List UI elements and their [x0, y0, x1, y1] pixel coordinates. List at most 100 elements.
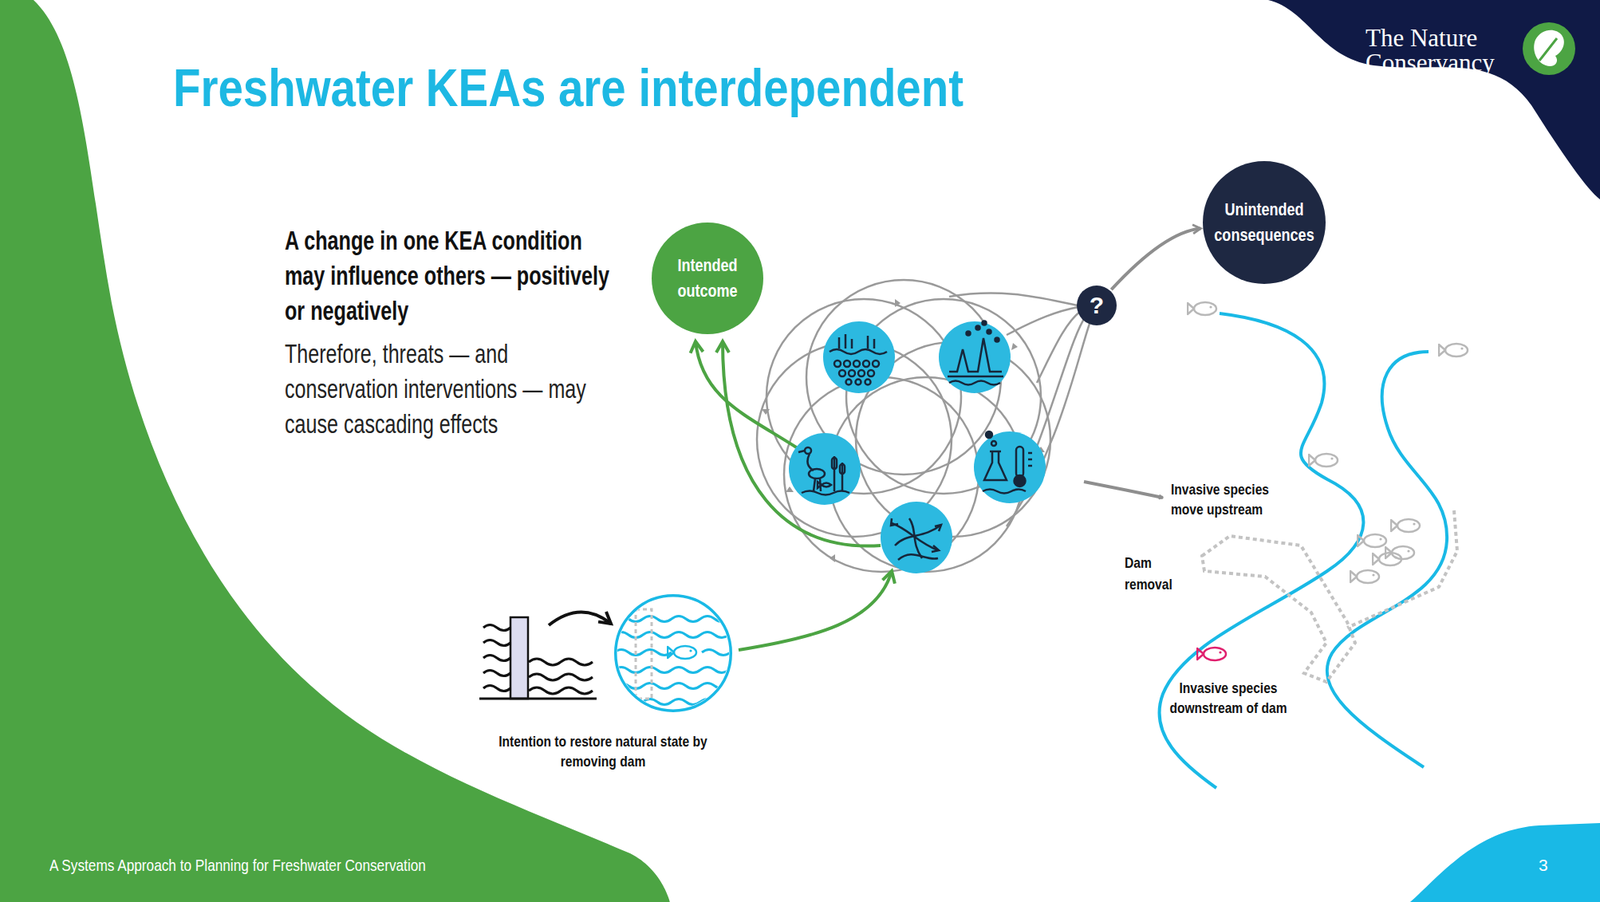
wave — [483, 625, 511, 631]
page-number: 3 — [1538, 855, 1549, 876]
fish-symbol — [1187, 302, 1217, 316]
channel-line — [894, 524, 942, 546]
thermometer-bulb — [1014, 475, 1026, 487]
influence-line — [1036, 315, 1087, 447]
sediment-icon-circle — [823, 321, 895, 394]
sediment-grain — [843, 360, 851, 367]
rain-drop — [987, 330, 992, 335]
dam-effect-arrow — [738, 571, 892, 651]
sediment-grain — [834, 360, 841, 367]
heron-body — [808, 468, 825, 479]
sediment-grain — [867, 370, 875, 377]
sediment-grain — [853, 360, 860, 367]
slide-title: Freshwater KEAs are interdependent — [173, 55, 964, 120]
loop-arrow — [829, 554, 836, 563]
navy-blob — [1268, 0, 1600, 200]
wave — [483, 670, 511, 677]
wave — [528, 673, 593, 681]
cyan-blob — [1410, 823, 1600, 902]
consequence-circle-shape — [1202, 161, 1326, 284]
heron-head — [804, 447, 812, 454]
fish-symbol — [1308, 453, 1338, 467]
loop-arrow — [785, 486, 794, 493]
wave — [528, 658, 593, 666]
water-quality-icon-circle — [973, 431, 1046, 504]
rivers — [1159, 313, 1448, 789]
cattail — [831, 457, 837, 469]
fish-symbol — [667, 646, 697, 659]
habitat-icon — [798, 447, 850, 496]
bubble — [991, 441, 997, 446]
heron-neck — [807, 453, 814, 471]
sediment-grain — [858, 370, 865, 377]
flask — [984, 451, 1007, 481]
wave — [701, 650, 731, 656]
dam-wall — [510, 617, 529, 699]
thermometer — [1016, 446, 1024, 477]
footer-text: A Systems Approach to Planning for Fresh… — [49, 855, 426, 876]
outcome-circle-outline — [651, 222, 764, 335]
channel-line — [898, 554, 938, 560]
connectivity-icon-circle — [880, 501, 953, 574]
intervention-caption: Intention to restore natural state by re… — [478, 731, 728, 772]
flask-lip — [989, 450, 1001, 454]
water-wave — [829, 349, 887, 355]
water-wave — [801, 491, 850, 496]
river-waves — [614, 616, 744, 706]
wave — [528, 687, 593, 694]
outcome-text: Intended outcome — [663, 252, 752, 304]
logo-leaf — [1533, 30, 1565, 67]
ground-line — [479, 697, 597, 701]
wave — [614, 616, 744, 623]
wave — [614, 699, 744, 706]
hydrograph — [949, 338, 1002, 372]
removed-dam-outline — [1201, 535, 1356, 682]
rain-drop — [982, 321, 987, 326]
fish-symbol — [1385, 546, 1415, 560]
heron-beak — [798, 450, 805, 453]
sediment-grain — [855, 379, 862, 386]
river-line — [1327, 351, 1447, 768]
intervention-circle: Intention to restore natural state by re… — [614, 594, 733, 713]
annotation: Invasive species downstream of dam — [1162, 677, 1294, 718]
wave — [483, 685, 511, 692]
fish-symbol — [1391, 519, 1420, 533]
intervention-circle-outline — [615, 595, 732, 712]
sediment-grain — [846, 379, 852, 386]
rain-drop — [976, 326, 981, 331]
fish-symbol — [1438, 343, 1468, 357]
key-message: A change in one KEA condition may influe… — [284, 222, 627, 328]
influence-line — [1006, 307, 1079, 335]
kea-icons — [788, 321, 1046, 575]
wave — [614, 667, 744, 674]
fish-symbol — [1357, 534, 1387, 548]
body-text: Therefore, threats — and conservation in… — [284, 336, 600, 442]
sediment-grain — [848, 370, 856, 377]
consequence-circle-outline — [1202, 161, 1326, 284]
logo-circle — [1522, 22, 1576, 75]
habitat-icon-circle — [788, 433, 861, 505]
logo-vein — [1539, 38, 1557, 61]
native-fish — [1187, 302, 1468, 584]
removed-dam-outline — [635, 609, 652, 699]
loop-arrow — [761, 409, 770, 415]
axis-line — [947, 375, 1004, 379]
annotation: Dam removal — [1124, 551, 1184, 596]
bubble — [985, 431, 993, 438]
question-mark: ? — [1080, 291, 1113, 320]
fish-symbol — [1350, 570, 1380, 584]
wave — [614, 650, 672, 656]
question-circle-outline — [1076, 285, 1117, 326]
consequence-text: Unintended consequences — [1205, 197, 1324, 249]
change-arrow — [548, 611, 611, 626]
outcome-circle: Intended outcome — [651, 222, 764, 335]
rain-drop — [995, 338, 1000, 343]
loop-arrow — [1011, 342, 1018, 351]
wave — [483, 640, 511, 647]
wave — [614, 632, 744, 639]
sediment-grain — [839, 370, 846, 377]
water-wave — [949, 381, 1001, 386]
dam-drawing — [479, 609, 744, 706]
